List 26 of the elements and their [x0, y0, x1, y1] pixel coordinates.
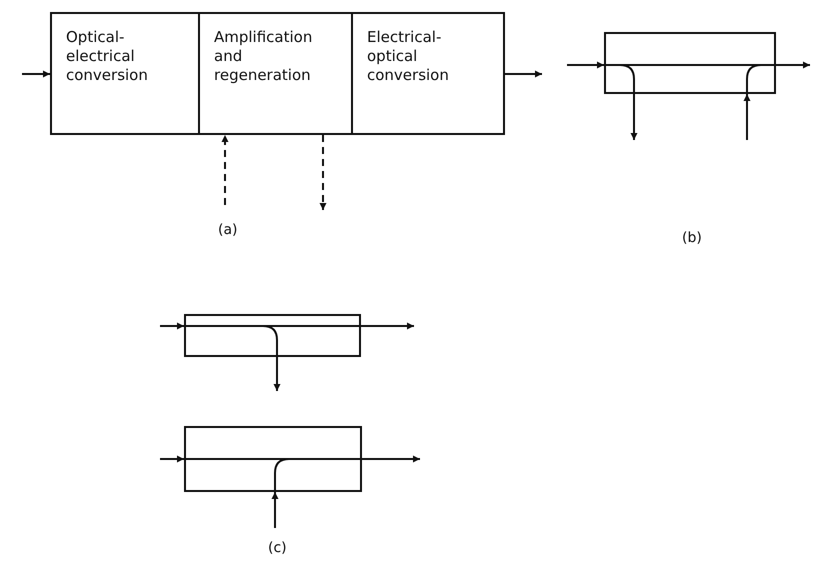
arrow — [22, 70, 50, 78]
box-label: Optical-electrical conversion — [66, 28, 149, 85]
arrow — [567, 62, 604, 68]
arrow — [320, 135, 326, 210]
box-label: Amplification and regeneration — [214, 28, 314, 85]
arrow — [630, 94, 638, 140]
panel-label: (b) — [682, 230, 702, 246]
arrow — [776, 62, 810, 68]
process-box — [198, 12, 353, 135]
arrow — [744, 94, 750, 140]
arrow — [274, 357, 280, 391]
arrow — [160, 322, 184, 330]
process-box — [351, 12, 505, 135]
device-box — [184, 426, 362, 492]
arrow — [222, 135, 228, 205]
device-box — [184, 314, 361, 357]
arrow — [272, 492, 278, 528]
panel-label: (a) — [218, 222, 238, 238]
box-label: Electrical-optical conversion — [367, 28, 450, 85]
arrow — [160, 456, 184, 462]
arrow — [361, 322, 414, 330]
device-box — [604, 32, 776, 94]
panel-label: (c) — [268, 540, 287, 556]
arrow — [505, 70, 542, 78]
process-box — [50, 12, 200, 135]
arrow — [362, 456, 420, 462]
